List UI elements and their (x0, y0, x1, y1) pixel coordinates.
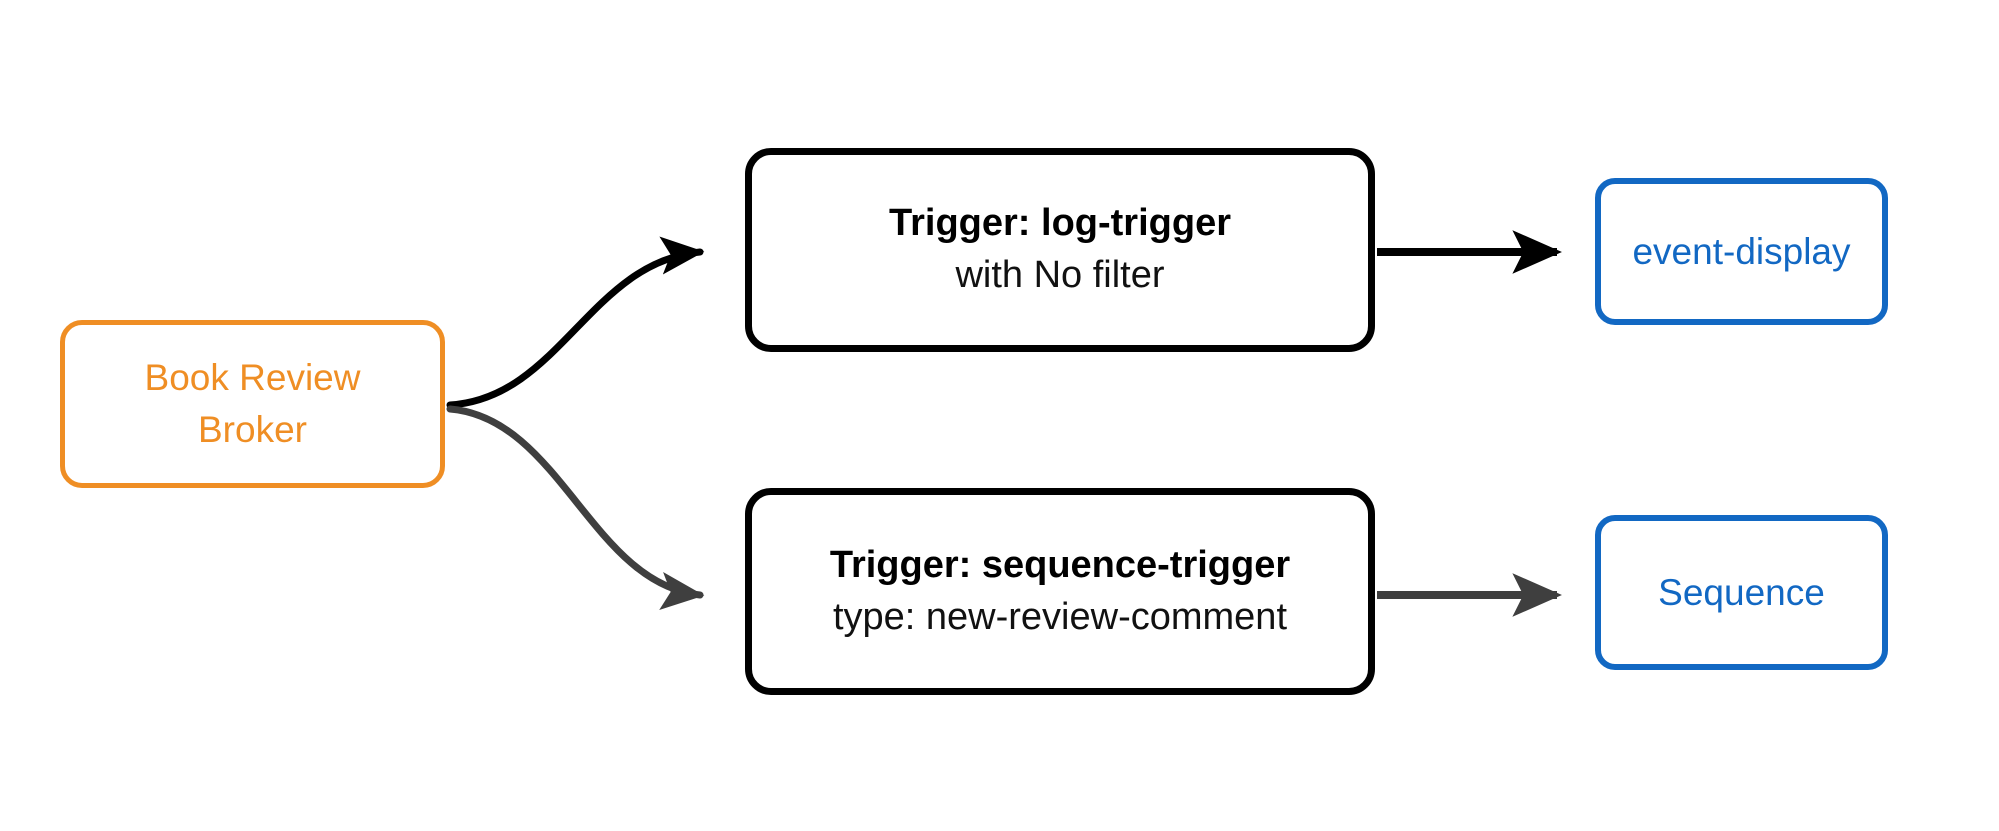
node-book-review-broker[interactable]: Book Review Broker (60, 320, 445, 488)
trigger-title: Trigger: sequence-trigger (829, 543, 1291, 586)
node-trigger-log-trigger[interactable]: Trigger: log-trigger with No filter (745, 148, 1375, 352)
trigger-subtitle: with No filter (955, 254, 1165, 296)
edge-broker-to-log-trigger (446, 236, 705, 409)
node-trigger-sequence-trigger[interactable]: Trigger: sequence-trigger type: new-revi… (745, 488, 1375, 695)
broker-label-line-1: Book Review (144, 357, 361, 398)
node-endpoint-event-display[interactable]: event-display (1595, 178, 1888, 325)
broker-label-line-2: Broker (198, 409, 307, 450)
endpoint-label: event-display (1632, 230, 1851, 272)
node-endpoint-sequence[interactable]: Sequence (1595, 515, 1888, 670)
trigger-subtitle: type: new-review-comment (832, 595, 1288, 638)
trigger-title: Trigger: log-trigger (889, 202, 1231, 244)
edge-broker-to-sequence-trigger (446, 405, 705, 610)
endpoint-label: Sequence (1658, 571, 1825, 613)
